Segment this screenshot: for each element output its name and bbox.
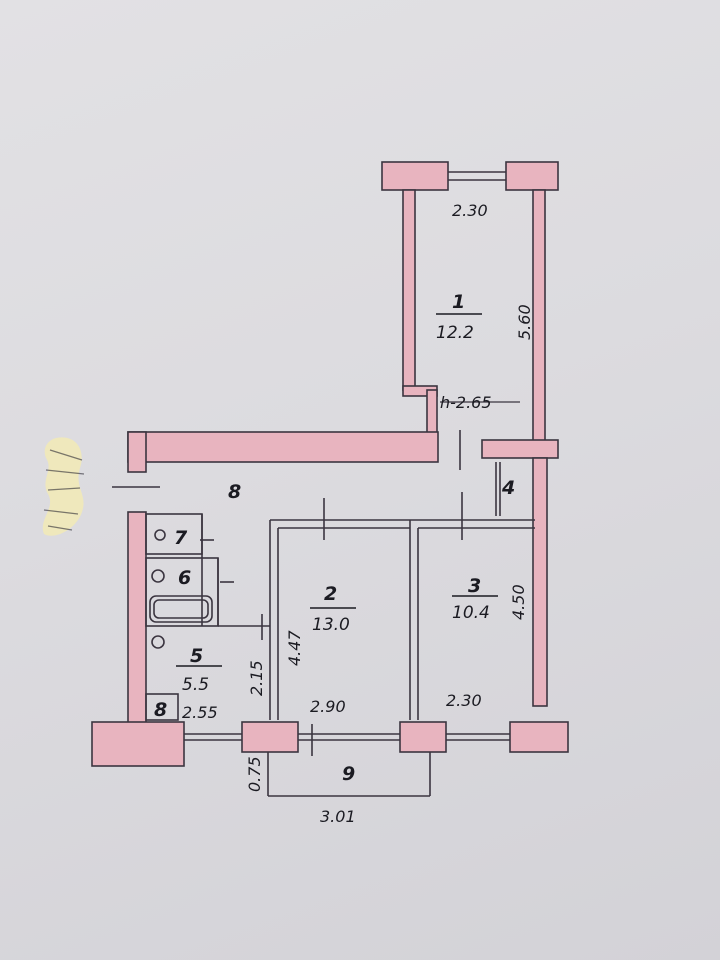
room1-number: 1 <box>452 291 465 313</box>
room2-width-label: 2.90 <box>310 697 346 716</box>
ceiling-height-label: h-2.65 <box>440 393 492 412</box>
area-bars <box>176 313 498 667</box>
room5-number: 5 <box>190 645 203 667</box>
room2-number: 2 <box>324 583 337 605</box>
room5-area: 5.5 <box>182 675 209 695</box>
room8-closet-number: 8 <box>154 699 167 721</box>
room1-area: 12.2 <box>436 323 474 343</box>
room8-number: 8 <box>228 481 241 503</box>
room3-width-label: 2.30 <box>446 691 482 710</box>
room2-area: 13.0 <box>312 615 350 635</box>
room5-width-label: 2.55 <box>182 703 218 722</box>
room1-length-label: 5.60 <box>515 304 534 340</box>
walls <box>91 161 569 767</box>
balcony-depth-label: 0.75 <box>245 756 264 792</box>
room3-length-label: 4.50 <box>509 584 528 620</box>
room7-number: 7 <box>174 527 188 549</box>
room3-area: 10.4 <box>452 603 490 623</box>
room6-number: 6 <box>178 567 191 589</box>
ink-scribble <box>42 437 85 536</box>
room4-number: 4 <box>501 477 515 499</box>
room1-width-label: 2.30 <box>452 201 488 220</box>
room3-number: 3 <box>468 575 481 597</box>
room5-length-label: 2.15 <box>247 660 266 696</box>
room9-number: 9 <box>342 763 355 785</box>
room2-length-label: 4.47 <box>285 630 304 666</box>
interior-walls <box>112 171 535 797</box>
balcony-width-label: 3.01 <box>320 807 356 826</box>
